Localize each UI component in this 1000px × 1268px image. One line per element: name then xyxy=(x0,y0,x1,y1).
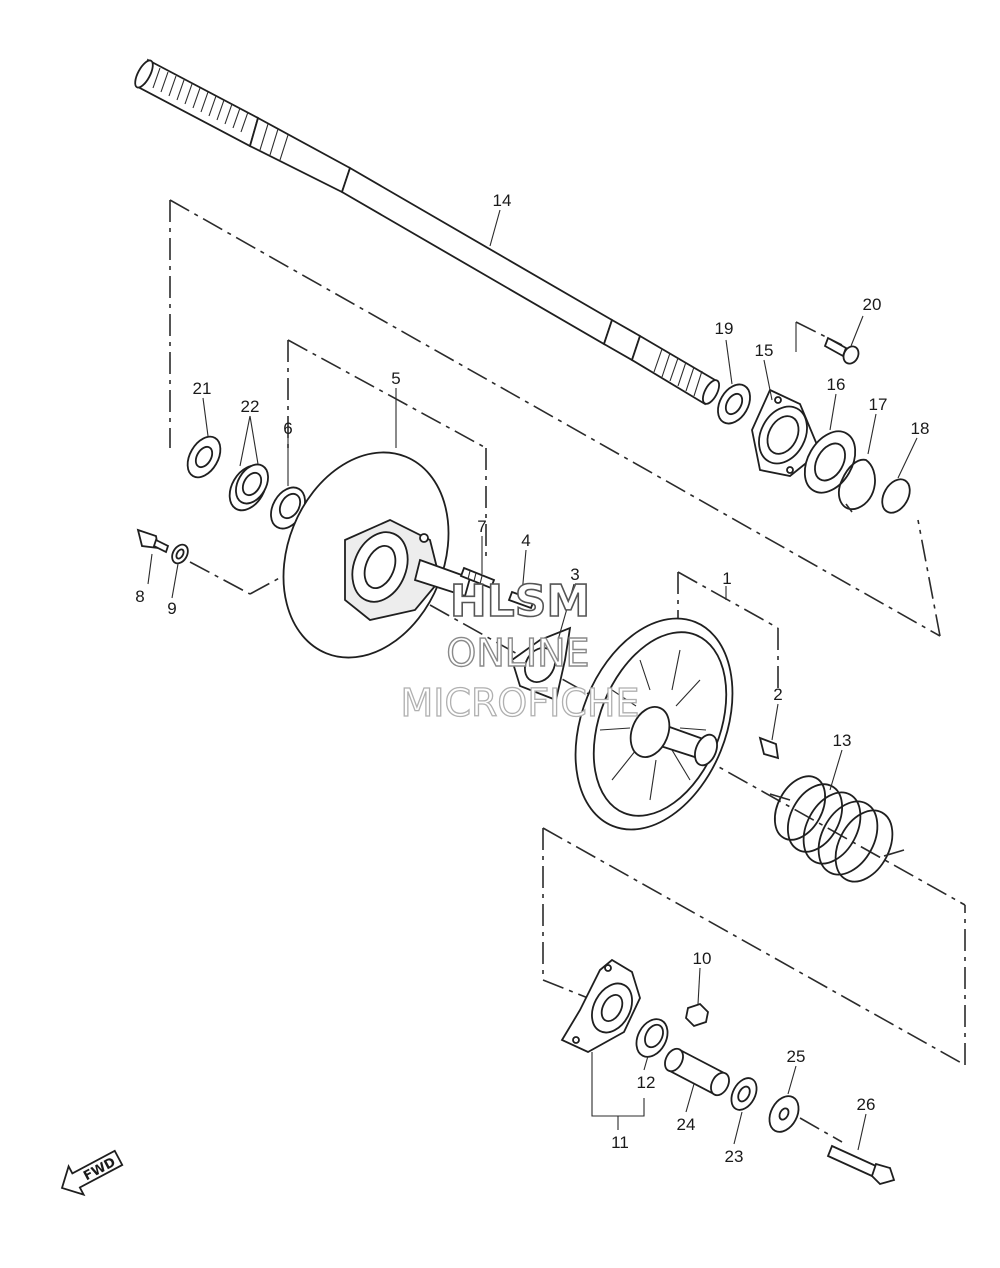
bolt-part-26 xyxy=(826,1144,896,1186)
movable-sheave-part-1 xyxy=(574,617,734,831)
callout-7: 7 xyxy=(477,517,486,536)
callout-labels: 1 2 3 4 5 6 7 8 9 10 11 12 13 14 15 16 1… xyxy=(135,191,929,1166)
callout-3: 3 xyxy=(570,565,579,584)
callout-19: 19 xyxy=(715,319,734,338)
spring-part-13 xyxy=(769,775,905,883)
watermark-line-3: MICROFICHE xyxy=(400,681,639,725)
callout-21: 21 xyxy=(193,379,212,398)
callout-5: 5 xyxy=(391,369,400,388)
callout-6: 6 xyxy=(283,419,292,438)
callout-17: 17 xyxy=(869,395,888,414)
shaft-part-14 xyxy=(134,58,720,406)
callout-2: 2 xyxy=(773,685,782,704)
bolt-part-8 xyxy=(136,528,170,554)
callout-23: 23 xyxy=(725,1147,744,1166)
callout-9: 9 xyxy=(167,599,176,618)
callout-8: 8 xyxy=(135,587,144,606)
watermark-line-2: ONLINE xyxy=(446,631,589,675)
callout-12: 12 xyxy=(637,1073,656,1092)
callout-14: 14 xyxy=(493,191,512,210)
bolt-part-20 xyxy=(823,336,860,365)
callout-18: 18 xyxy=(911,419,930,438)
callout-20: 20 xyxy=(863,295,882,314)
callout-25: 25 xyxy=(787,1047,806,1066)
callout-16: 16 xyxy=(827,375,846,394)
clip-ring-part-18 xyxy=(881,478,911,514)
nut-part-10 xyxy=(685,1002,709,1028)
callout-10: 10 xyxy=(693,949,712,968)
washer-part-19 xyxy=(717,383,751,425)
fixed-sheave-part-5 xyxy=(282,451,472,659)
forward-direction-arrow-icon: FWD xyxy=(60,1149,124,1197)
washer-part-23 xyxy=(730,1077,758,1111)
plate-part-3 xyxy=(510,626,572,702)
callout-11: 11 xyxy=(611,1133,629,1152)
callout-13: 13 xyxy=(833,731,852,750)
stud-part-7 xyxy=(459,566,496,590)
watermark-line-1: HLSM xyxy=(450,576,590,627)
assembly-lines xyxy=(169,199,966,1143)
callout-24: 24 xyxy=(677,1115,696,1134)
spring-pin-part-4 xyxy=(507,590,536,610)
washer-part-25 xyxy=(768,1095,800,1133)
spacer-part-24 xyxy=(664,1047,730,1097)
slider-part-2 xyxy=(758,736,780,760)
callout-15: 15 xyxy=(755,341,774,360)
bearing-housing-part-15 xyxy=(751,388,822,477)
leader-lines xyxy=(147,209,918,1151)
washer-part-9 xyxy=(171,543,189,565)
circlip-part-17 xyxy=(837,458,876,513)
washer-part-21 xyxy=(186,435,222,479)
callout-26: 26 xyxy=(857,1095,876,1114)
callout-4: 4 xyxy=(521,531,530,550)
bushing-part-12 xyxy=(635,1018,669,1058)
watermark: HLSM ONLINE MICROFICHE xyxy=(400,575,640,725)
collar-part-22 xyxy=(228,463,269,512)
callout-22: 22 xyxy=(241,397,260,416)
callout-1: 1 xyxy=(722,569,731,588)
bearing-housing-part-11 xyxy=(560,958,641,1054)
